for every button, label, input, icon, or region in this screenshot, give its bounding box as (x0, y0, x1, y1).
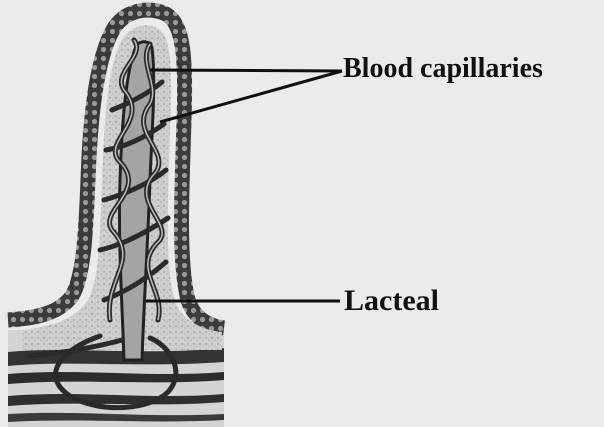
blood-capillaries-leader-upper (150, 70, 342, 71)
blood-capillaries-label: Blood capillaries (343, 53, 543, 85)
lacteal-label: Lacteal (344, 284, 439, 318)
